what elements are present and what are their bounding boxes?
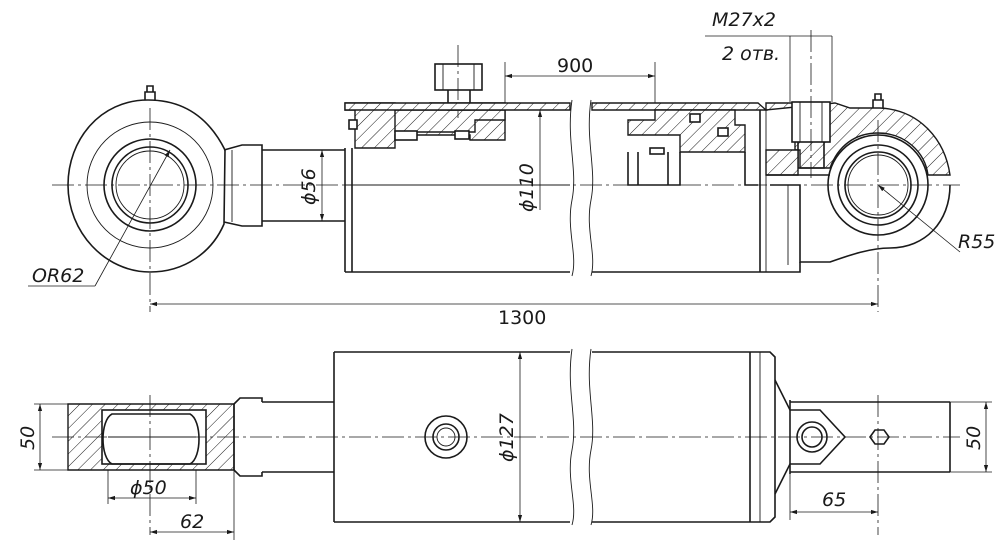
- dim-thread: M27x2 2 отв.: [705, 9, 833, 102]
- dim-stroke: 900: [504, 55, 656, 103]
- dim-eye-offset: 62: [150, 470, 235, 540]
- dim-pin-diameter: ϕ50: [107, 470, 197, 504]
- cylinder-barrel: [344, 45, 768, 273]
- thread-qty-label: 2 отв.: [722, 43, 780, 65]
- eye-width-rod-label: 50: [17, 426, 39, 450]
- dim-eye-width-base: 50: [950, 401, 992, 473]
- thread-label: M27x2: [712, 9, 776, 31]
- rod-end-eye: [67, 85, 263, 273]
- stroke-label: 900: [557, 55, 593, 77]
- body-dia-label: ϕ127: [496, 413, 518, 462]
- top-view: 900 ϕ56 ϕ110 M27x2 2 отв. ОR62 R55: [28, 9, 995, 329]
- dim-bore-diameter: ϕ110: [516, 110, 543, 212]
- pin-dia-label: ϕ50: [130, 477, 167, 499]
- bore-dia-label: ϕ110: [516, 163, 538, 212]
- length-label: 1300: [498, 307, 546, 329]
- base-end-eye: [760, 30, 951, 273]
- piston-rod: [262, 149, 345, 222]
- dim-length: 1300: [150, 301, 878, 329]
- eye-offset-label: 62: [180, 511, 204, 533]
- rod-dia-label: ϕ56: [298, 168, 320, 205]
- break-line-top: [569, 99, 594, 277]
- dim-body-diameter: ϕ127: [496, 352, 523, 522]
- dim-rod-diameter: ϕ56: [298, 150, 325, 221]
- dim-eye-width-rod: 50: [17, 403, 68, 471]
- eye-width-base-label: 50: [963, 426, 985, 450]
- bottom-view: 50 ϕ50 62 ϕ127 65 50: [17, 348, 992, 540]
- dim-base-eye-offset: 65: [789, 474, 878, 520]
- dim-eye-radius-rod: ОR62: [28, 149, 171, 287]
- eye-radius-rod-label: ОR62: [32, 265, 84, 287]
- eye-radius-base-label: R55: [958, 231, 995, 253]
- base-eye-offset-label: 65: [822, 489, 846, 511]
- dim-eye-radius-base: R55: [877, 184, 995, 253]
